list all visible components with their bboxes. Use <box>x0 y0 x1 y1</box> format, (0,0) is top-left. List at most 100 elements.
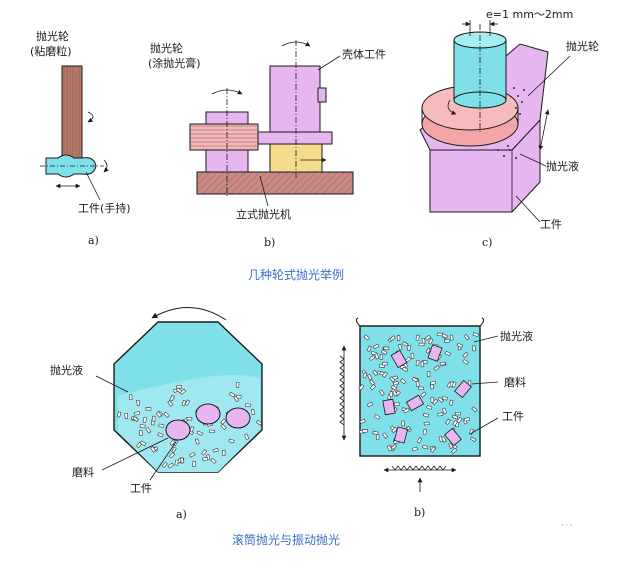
abrasive-particle <box>452 414 459 420</box>
label-wheel: 抛光轮 <box>36 29 69 43</box>
caption-b: b) <box>264 236 275 249</box>
rotation-arrow-icon <box>151 307 227 321</box>
abrasive-particle <box>220 418 227 425</box>
abrasive-particle <box>392 390 398 397</box>
abrasive-particle <box>161 461 168 469</box>
abrasive-particle <box>359 418 366 425</box>
abrasive-particle <box>189 452 196 458</box>
label-liquid: 抛光液 <box>50 363 83 377</box>
polishing-wheel-paste <box>189 123 259 151</box>
abrasive-particle <box>212 447 219 453</box>
abrasive-particle <box>391 426 398 434</box>
caption-a: a) <box>88 234 99 247</box>
abrasive-particle <box>372 343 380 350</box>
abrasive-particle <box>422 444 429 450</box>
abrasive-particle <box>456 342 464 349</box>
abrasive-particle <box>372 430 379 436</box>
abrasive-particle <box>139 440 147 447</box>
abrasive-particle <box>235 382 240 388</box>
rotation-arrow-icon <box>447 99 457 115</box>
abrasive-particle <box>168 452 176 459</box>
abrasive-particle <box>189 426 195 433</box>
abrasive-particle <box>174 459 179 466</box>
abrasive-particle <box>381 371 388 378</box>
abrasive-particle <box>445 418 451 425</box>
rotation-arrow-icon <box>103 159 109 173</box>
abrasive-particle <box>437 412 444 417</box>
abrasive-particle <box>428 338 434 345</box>
abrasive-particle <box>175 387 183 394</box>
abrasive-particle <box>436 332 443 337</box>
abrasive-particle <box>380 349 388 355</box>
abrasive-particle <box>430 446 436 453</box>
abrasive-particle <box>382 361 389 366</box>
caption-b: b) <box>414 506 425 519</box>
abrasive-particle <box>368 354 376 361</box>
abrasive-particle <box>157 432 164 438</box>
abrasive-particle <box>411 446 418 452</box>
abrasive-particle <box>396 335 401 341</box>
label-abrasive: 磨料 <box>72 465 94 479</box>
abrasive-particle <box>444 339 451 343</box>
fig2-b-vibration-polishing: 抛光液 磨料 工件 b) <box>339 317 533 519</box>
abrasive-particle <box>463 333 470 341</box>
abrasive-particle <box>179 388 187 395</box>
abrasive-particle <box>362 372 368 379</box>
label-wheel-note: (粘磨粒) <box>30 44 72 58</box>
abrasive-particle <box>426 404 433 410</box>
abrasive-particle <box>383 346 390 351</box>
abrasive-particle <box>420 391 427 398</box>
abrasive-particle <box>472 345 476 352</box>
abrasive-particle <box>422 412 430 418</box>
feed-arrow-icon <box>538 109 550 151</box>
label-workpiece: 工件 <box>130 482 152 495</box>
abrasive-particle <box>415 380 420 387</box>
abrasive-particle <box>142 416 147 424</box>
abrasive-particle <box>128 394 133 401</box>
abrasive-particle <box>382 432 389 439</box>
abrasive-particle <box>373 414 381 420</box>
abrasive-particle <box>416 437 423 444</box>
abrasive-particle <box>415 360 420 367</box>
abrasive-particle <box>136 399 141 406</box>
abrasive-particle <box>379 353 384 360</box>
abrasive-particle <box>167 462 174 469</box>
abrasive-particle <box>441 333 448 339</box>
vibration-workpieces <box>382 344 472 447</box>
label-liquid: 抛光液 <box>546 159 579 173</box>
abrasive-particle <box>169 394 175 402</box>
abrasive-particle <box>132 416 139 423</box>
abrasive-particle <box>163 411 170 418</box>
abrasive-particle <box>386 444 393 452</box>
abrasive-particle <box>194 438 200 445</box>
abrasive-particle <box>449 334 454 341</box>
label-machine: 立式抛光机 <box>236 207 291 221</box>
polishing-wheel-stick <box>61 65 83 167</box>
abrasive-particle <box>116 411 122 418</box>
abrasive-particle <box>196 430 203 436</box>
abrasive-particle <box>406 344 412 352</box>
abrasive-particle <box>180 457 185 464</box>
abrasive-particle <box>451 381 457 388</box>
abrasive-particle <box>192 460 196 467</box>
abrasive-particle <box>358 383 365 391</box>
abrasive-particle <box>139 430 143 436</box>
abrasive-particle <box>444 350 452 357</box>
abrasive-particle <box>455 411 461 416</box>
abrasive-particle <box>469 436 477 443</box>
abrasive-particle <box>202 456 209 462</box>
abrasive-particle <box>186 417 193 421</box>
abrasive-particle <box>420 361 425 368</box>
abrasive-particle <box>423 421 430 426</box>
abrasive-particle <box>156 411 162 418</box>
abrasive-particle <box>145 407 152 411</box>
abrasive-particle <box>430 380 437 386</box>
abrasive-particle <box>363 334 370 341</box>
abrasive-particle <box>397 343 403 351</box>
abrasive-particle <box>376 434 380 441</box>
abrasive-particle <box>374 353 380 360</box>
abrasive-particle <box>401 341 409 347</box>
abrasive-particle <box>401 420 405 427</box>
abrasive-particle <box>456 417 463 424</box>
